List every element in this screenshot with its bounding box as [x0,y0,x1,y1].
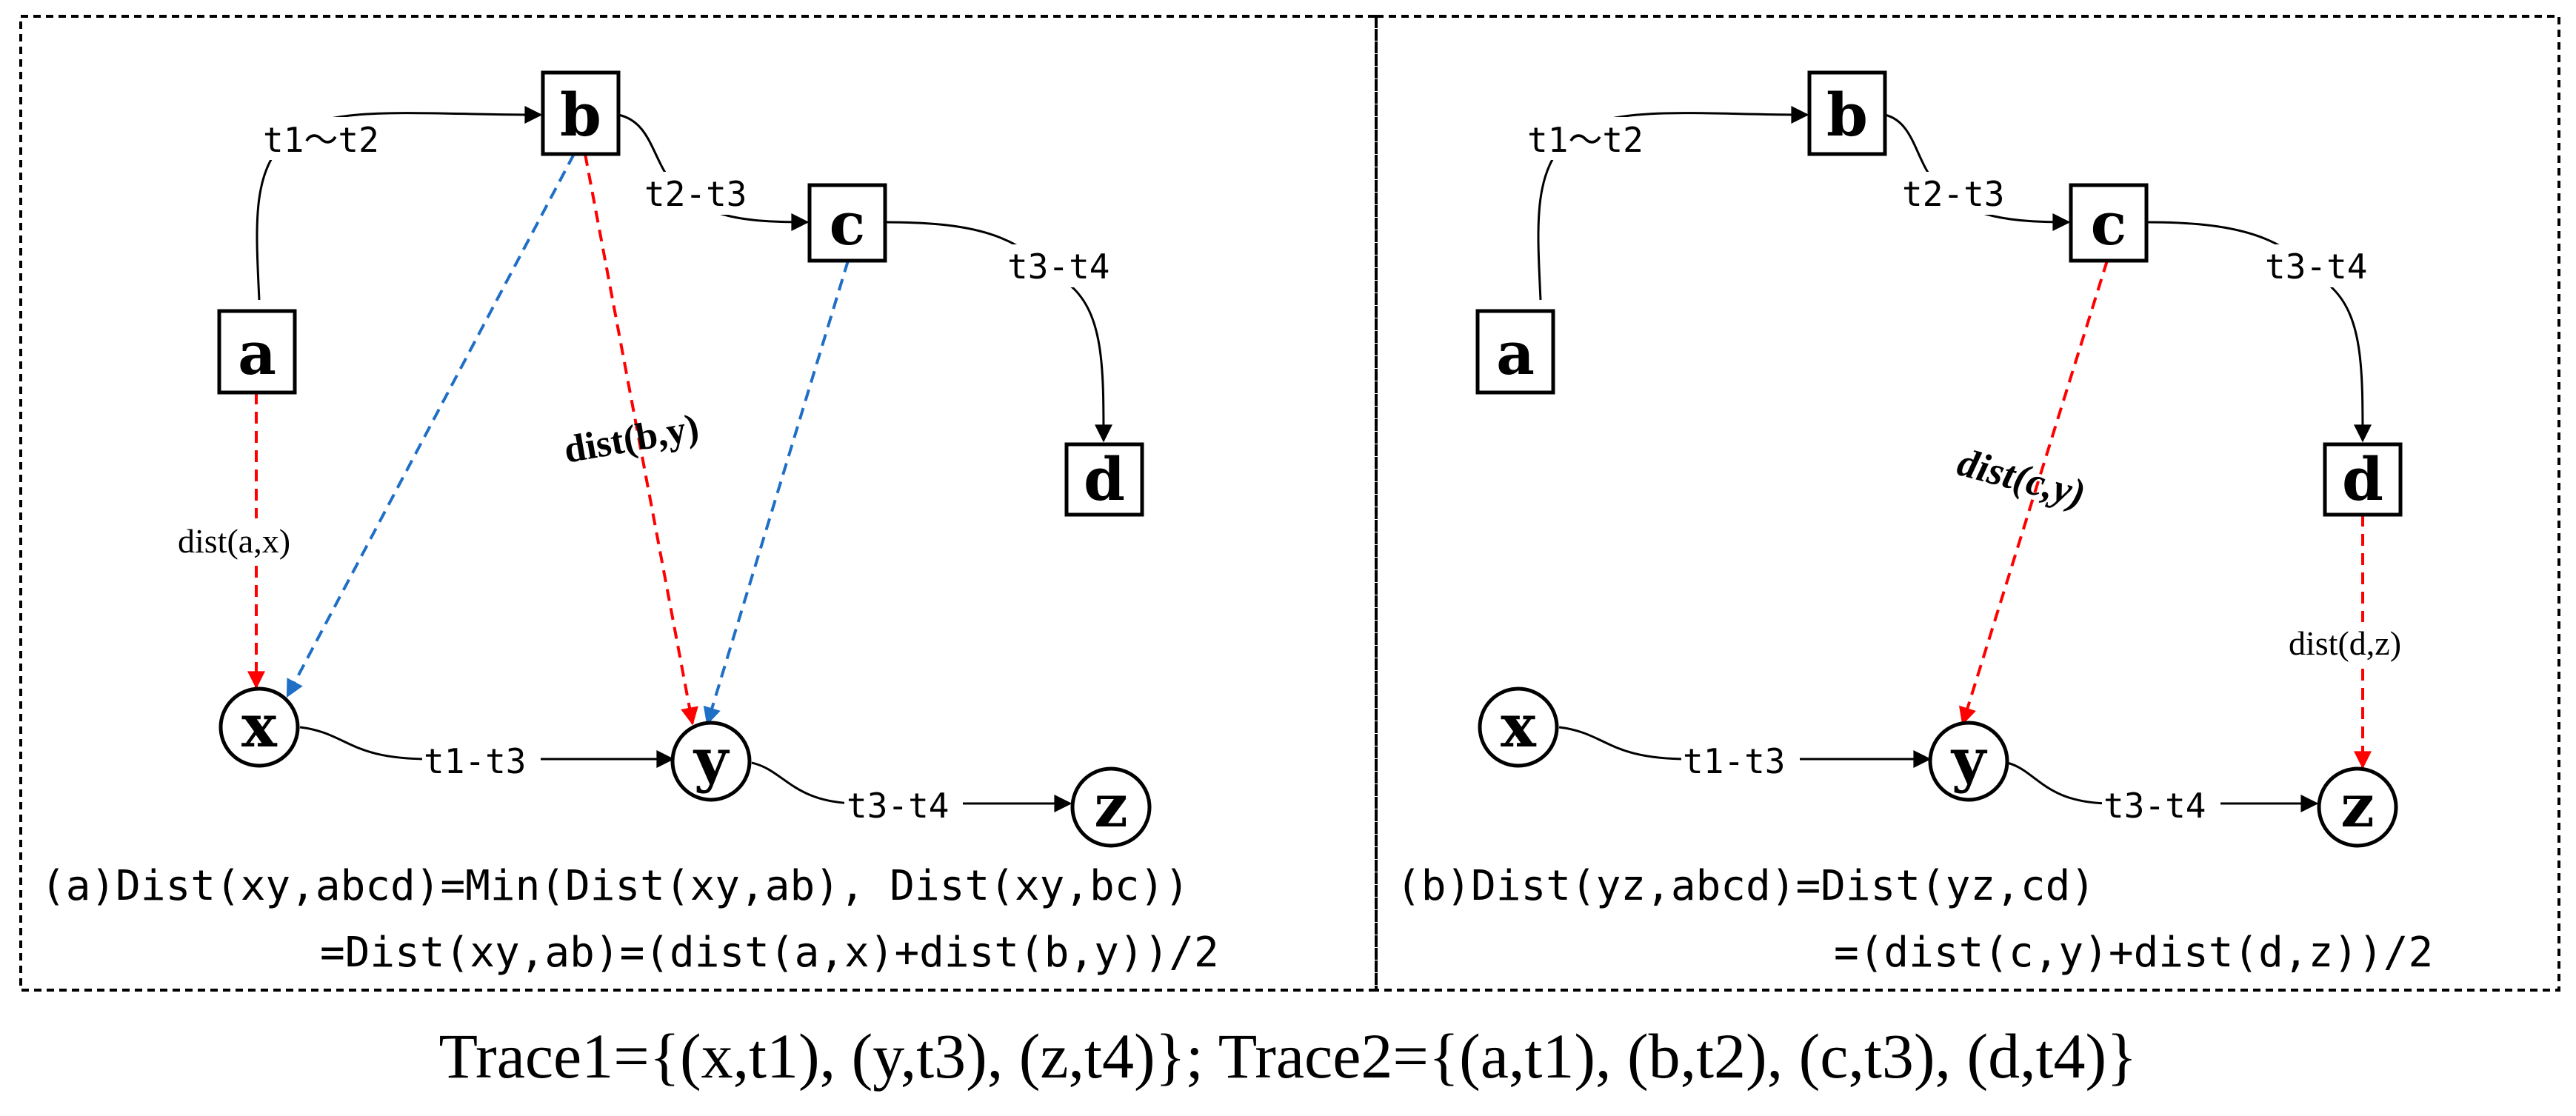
node-y [670,721,752,802]
node-b-label: b [1826,80,1868,150]
node-x [1478,686,1559,768]
edge-label-b-c: t2-t3 [1902,174,2004,214]
edge-label-y-z: t3-t4 [2103,786,2206,826]
node-y-label: y [1950,725,1988,795]
node-a [217,309,297,395]
node-d [2323,442,2403,517]
dist-label-a-x: dist(a,x) [178,522,290,560]
node-d [1064,442,1144,517]
node-a-label: a [1496,318,1535,388]
node-y [1928,721,2009,802]
formula-b-line2: =(dist(c,y)+dist(d,z))/2 [1834,929,2433,977]
panel-b-border [1375,15,2560,992]
panel-a-border [19,15,1378,992]
node-d-label: d [2342,444,2383,514]
node-d-label: d [1084,444,1125,514]
edge-label-c-d: t3-t4 [1007,247,1110,287]
node-x [218,686,300,768]
edge-label-c-d: t3-t4 [2265,247,2367,287]
node-z [2317,766,2398,848]
panel-b: b a c d x y z t1～t2 t2-t3 t3-t4 t1-t3 t3… [1396,70,2446,977]
panel-a: b a c d x y z t1～t2 t2-t3 t3-t4 t1-t3 t3… [41,70,1219,977]
dist-label-c-y: dist(c,y) [1953,440,2090,516]
node-z-label: z [1094,771,1127,841]
edge-y-z [2006,761,2319,812]
edge-label-a-b: t1～t2 [1527,120,1644,160]
dist-arrow-c-y [703,260,850,726]
edge-x-y [1558,726,1932,768]
node-c [807,183,887,263]
dist-arrow-c-y [1958,260,2109,726]
edge-label-b-c: t2-t3 [644,174,747,214]
node-z-label: z [2340,771,2374,841]
edge-x-y [299,726,675,768]
dist-arrow-b-y [584,153,698,726]
edge-c-d [2146,221,2372,443]
node-c-label: c [2091,189,2127,258]
edge-label-x-y: t1-t3 [424,741,526,781]
formula-a-line1: (a)Dist(xy,abcd)=Min(Dist(xy,ab), Dist(x… [41,862,1189,910]
edge-label-x-y: t1-t3 [1683,741,1785,781]
node-c-label: c [830,189,866,258]
formula-a-line2: =Dist(xy,ab)=(dist(a,x)+dist(b,y))/2 [320,929,1219,977]
node-a [1475,309,1555,395]
node-z [1070,766,1152,848]
formula-b-line1: (b)Dist(yz,abcd)=Dist(yz,cd) [1396,862,2095,910]
node-x-label: x [1501,691,1537,761]
dist-label-d-z: dist(d,z) [2289,624,2401,662]
node-y-label: y [693,725,730,795]
node-b [541,70,621,156]
node-a-label: a [238,318,276,388]
dist-arrow-b-x [286,153,575,698]
node-b-label: b [560,80,601,150]
node-c [2069,183,2149,263]
edge-label-y-z: t3-t4 [847,786,949,826]
node-x-label: x [241,691,278,761]
trace-caption: Trace1={(x,t1), (y,t3), (z,t4)}; Trace2=… [439,1020,2138,1092]
edge-label-a-b: t1～t2 [263,120,379,160]
dist-label-b-y: dist(b,y) [561,407,702,472]
node-b [1807,70,1887,156]
